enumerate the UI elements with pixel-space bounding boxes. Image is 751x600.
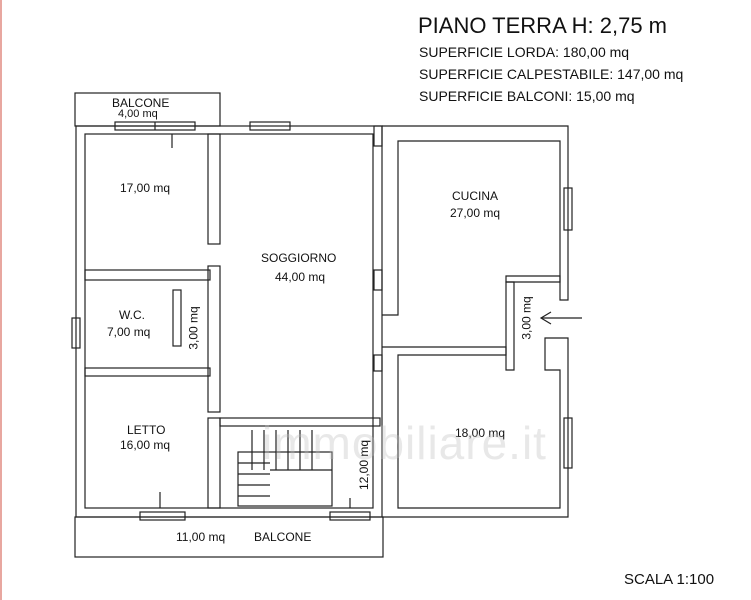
entry-area: 3,00 mq — [519, 296, 534, 340]
partition-wc-door — [172, 289, 182, 347]
windows — [71, 121, 573, 521]
bottom-balcony-area: 11,00 mq — [176, 530, 226, 544]
outer-wall-left-block — [75, 125, 383, 518]
column-top — [373, 125, 383, 147]
kitchen-wall-lower — [505, 275, 561, 283]
superficie-balconi: SUPERFICIE BALCONI: 15,00 mq — [419, 88, 635, 104]
letto-area: 16,00 mq — [120, 438, 171, 452]
staircase — [237, 430, 333, 507]
partition-soggiorno-mid — [207, 265, 221, 413]
column-lower — [373, 354, 383, 372]
letto-label: LETTO — [127, 423, 166, 437]
entry-wall — [505, 281, 515, 371]
cucina-label: CUCINA — [452, 189, 499, 203]
partition-wc-bottom — [84, 367, 211, 377]
scale-label: SCALA 1:100 — [624, 571, 715, 588]
room-bottom-right-area: 18,00 mq — [455, 426, 506, 440]
top-balcony-area: 4,00 mq — [118, 108, 158, 120]
column-mid — [373, 269, 383, 291]
room-top-left-area: 17,00 mq — [120, 181, 171, 195]
partition-soggiorno-top — [207, 133, 221, 245]
bottom-balcony-label: BALCONE — [254, 530, 312, 544]
stair-wall-top — [219, 417, 381, 427]
top-balcony-label: BALCONE — [112, 96, 170, 110]
superficie-lorda: SUPERFICIE LORDA: 180,00 mq — [419, 44, 630, 60]
wc-area: 7,00 mq — [107, 325, 151, 339]
kitchen-wall-outer — [382, 125, 569, 316]
superficie-calpestabile: SUPERFICIE CALPESTABILE: 147,00 mq — [419, 66, 684, 82]
wc-label: W.C. — [119, 308, 145, 322]
bedroom-right-walls — [382, 337, 569, 518]
cucina-area: 27,00 mq — [450, 206, 501, 220]
plan-title: PIANO TERRA H: 2,75 m — [418, 13, 668, 38]
soggiorno-area: 44,00 mq — [275, 270, 326, 284]
corridor-area: 3,00 mq — [186, 306, 201, 350]
bottom-balcony-outline — [74, 516, 384, 558]
watermark-logo: immobiliare.it — [262, 417, 547, 469]
soggiorno-label: SOGGIORNO — [261, 251, 337, 265]
entry-arrow-icon — [539, 311, 582, 325]
inner-wall-left-block — [84, 133, 374, 509]
partition-wc-top — [84, 269, 211, 281]
partition-letto — [207, 417, 221, 509]
